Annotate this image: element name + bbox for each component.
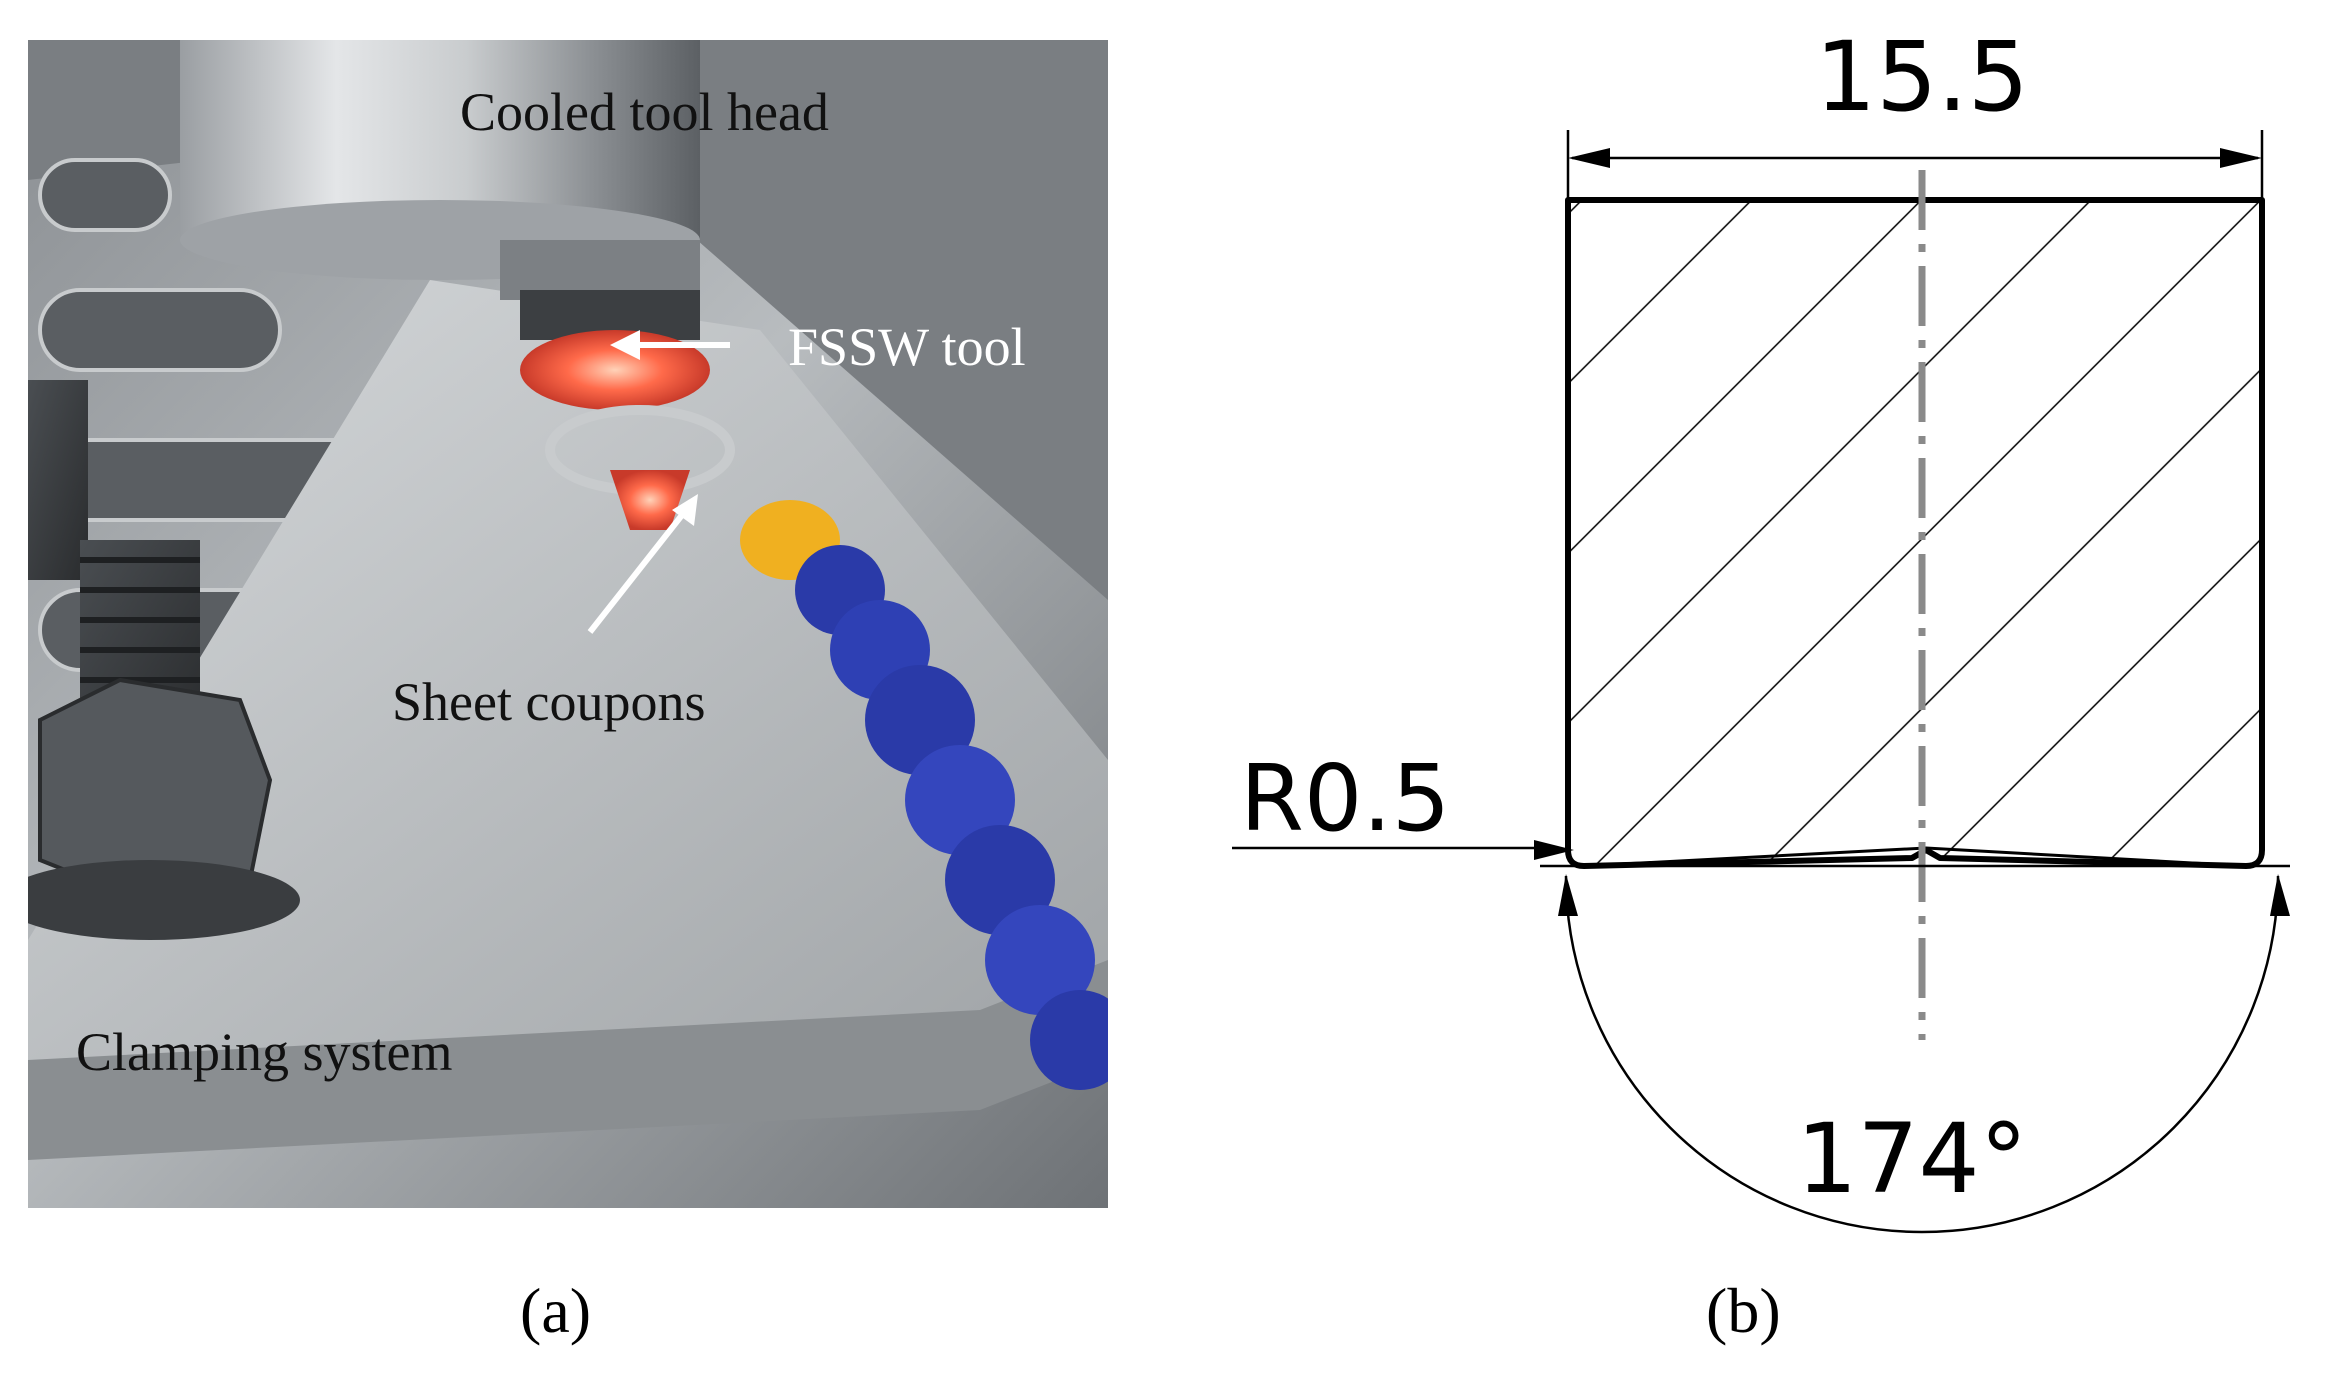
panel-a-photo: Cooled tool head FSSW tool Sheet coupons… (28, 40, 1108, 1208)
label-sheet-coupons: Sheet coupons (392, 672, 705, 732)
dimension-angle: 174° (1540, 864, 2290, 1234)
dimension-radius: R0.5 (1232, 745, 1574, 860)
tool-head (180, 40, 700, 340)
label-clamping-system: Clamping system (76, 1022, 453, 1082)
dimension-diameter: 15.5 (1566, 21, 2264, 200)
label-fssw-tool: FSSW tool (788, 317, 1026, 377)
concave-profile (1583, 846, 2247, 868)
fssw-tool-glow (520, 330, 735, 530)
clamp-bolts (28, 380, 300, 940)
label-radius: R0.5 (1240, 745, 1450, 852)
coolant-hose (740, 500, 1108, 1090)
tool-section (1565, 197, 2265, 869)
panel-b-caption: (b) (1706, 1275, 1781, 1346)
label-cooled-tool-head: Cooled tool head (460, 82, 829, 142)
panel-b-drawing: 15.5 R0.5 174° (1232, 21, 2290, 1234)
label-angle: 174° (1796, 1103, 2027, 1215)
panel-a-caption: (a) (520, 1275, 591, 1346)
label-diameter: 15.5 (1815, 21, 2029, 133)
photo-arrows (587, 330, 730, 634)
